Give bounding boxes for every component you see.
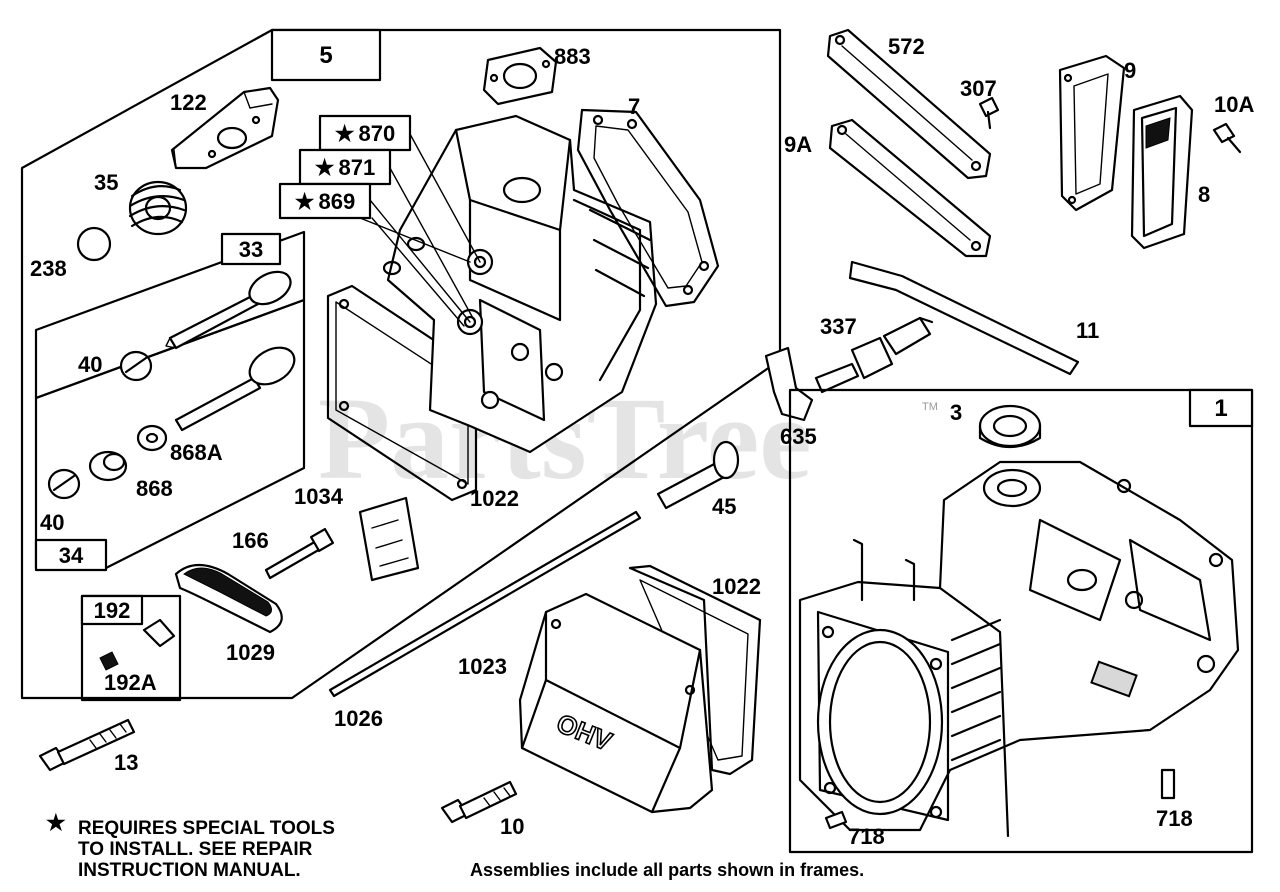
exhaust-valve-frame: 33 34 [34,230,306,572]
callout-192a: 192A [104,670,157,695]
intake-gasket-7-part [576,108,720,308]
note-line-2: TO INSTALL. SEE REPAIR [78,839,313,860]
spark-plug-part [814,316,934,394]
tube-11-part [848,260,1080,376]
special-tools-note: ★ REQUIRES SPECIAL TOOLS TO INSTALL. SEE… [46,810,335,881]
assemblies-note: Assemblies include all parts shown in fr… [470,860,864,880]
callout-10: 10 [500,814,524,839]
callout-337: 337 [820,314,857,339]
breather-frame: 192 [80,594,182,702]
callout-718-left: 718 [848,824,885,849]
callout-883: 883 [554,44,591,69]
star-icon: ★ [295,189,315,214]
screw-10a-part [1212,122,1242,154]
gasket-9a-part [828,118,992,258]
cylinder-frame: 1 [788,388,1254,854]
callout-572: 572 [888,34,925,59]
bolt-13-part [38,718,136,772]
intake-gasket-part [482,46,558,106]
valve-seal-part [88,450,128,482]
callout-868: 868 [136,476,173,501]
frame-label-1: 1 [1214,395,1227,422]
callout-35: 35 [94,170,118,195]
callout-870: 870 [359,121,396,146]
callout-871: 871 [339,155,376,180]
washer-part [136,424,168,452]
callout-10a: 10A [1214,92,1254,117]
star-icon: ★ [315,155,335,180]
callout-718-right: 718 [1156,806,1193,831]
valve-spring-part [128,180,188,236]
callout-1022-cover: 1022 [712,574,761,599]
push-rod-part [328,510,642,698]
note-line-1: REQUIRES SPECIAL TOOLS [78,818,335,839]
cylinder-block-casting [798,460,1240,838]
valve-keeper-part [119,350,153,382]
callout-1023: 1023 [458,654,507,679]
callout-40-upper: 40 [78,352,102,377]
callout-7: 7 [628,94,640,119]
dowel-pin-part [824,810,848,830]
callout-3: 3 [950,400,962,425]
callout-122: 122 [170,90,207,115]
callout-45: 45 [712,494,736,519]
reed-plate-part [358,496,420,582]
breather-cover-part [174,563,283,634]
callout-9: 9 [1124,58,1136,83]
dowel-pin-part [1160,768,1176,800]
breather-cover-8-part [1130,94,1194,250]
screw-307-part [978,96,1000,130]
frame-label-box-5 [270,28,382,82]
star-icon: ★ [335,121,355,146]
svg-text:★871: ★871 [315,155,375,180]
callout-635: 635 [780,424,817,449]
callout-13: 13 [114,750,138,775]
cylinder-head-casting [382,114,658,454]
frame-label-192: 192 [94,598,131,623]
svg-text:★870: ★870 [335,121,395,146]
plate-part [170,86,280,170]
callout-1026: 1026 [334,706,383,731]
intake-valve-part [174,346,296,432]
tube-45-part [656,440,740,510]
oil-seal-part [978,404,1042,448]
callout-166: 166 [232,528,269,553]
spark-boot-part [764,346,814,422]
trademark-mark: TM [922,401,938,413]
callout-868a: 868A [170,440,223,465]
callout-869: 869 [319,189,356,214]
valve-keeper-lower-part [47,468,81,500]
callout-238: 238 [30,256,67,281]
callout-8: 8 [1198,182,1210,207]
callout-1034: 1034 [294,484,344,509]
breather-gasket-572-part [826,28,992,180]
callout-11: 11 [1076,318,1099,343]
frame-label-33: 33 [239,237,263,262]
rocker-cover-part: OHV [518,592,714,814]
stud-part [264,527,335,580]
gasket-9-part [1058,54,1126,212]
special-tool-callouts: ★870 ★871 ★869 [278,114,481,327]
frame-label-5: 5 [319,42,332,69]
svg-text:★869: ★869 [295,189,355,214]
callout-1022-head: 1022 [470,486,519,511]
note-line-3: INSTRUCTION MANUAL. [78,860,301,881]
star-icon: ★ [46,810,66,835]
exhaust-valve-part [165,270,292,350]
bolt-10-part [440,780,518,824]
callout-40-lower: 40 [40,510,64,535]
callout-1029: 1029 [226,640,275,665]
callout-9a: 9A [784,132,812,157]
callout-307: 307 [960,76,997,101]
valve-cap-part [76,226,112,262]
frame-label-34: 34 [59,543,84,568]
